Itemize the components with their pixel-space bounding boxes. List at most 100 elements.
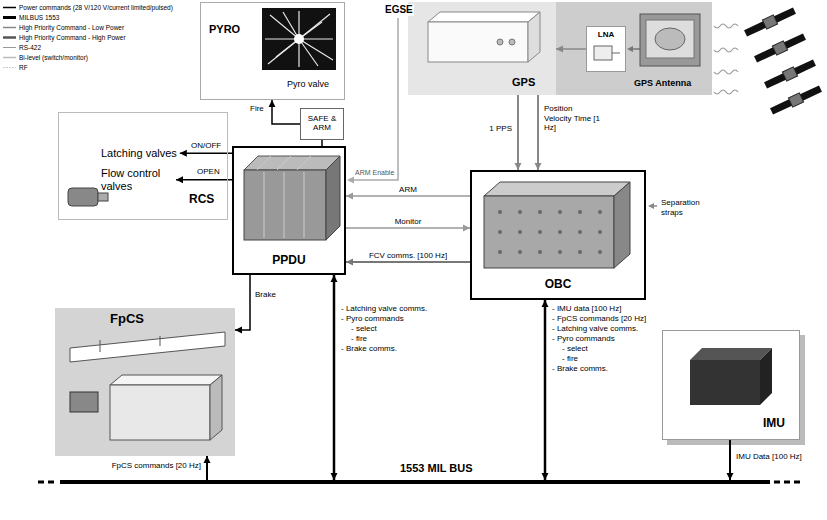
edge-label: Brake <box>254 290 277 300</box>
legend-sample-line <box>3 67 16 68</box>
legend-sample <box>2 23 16 32</box>
valve-picture <box>98 193 108 201</box>
pyro-picture <box>294 34 304 44</box>
gps-receiver-picture <box>509 39 515 45</box>
signal-note: - fire <box>350 334 368 344</box>
bus-dashes <box>774 481 800 484</box>
obc-picture <box>518 250 522 254</box>
legend-sample <box>2 43 16 52</box>
edge-label: Fire <box>249 104 265 114</box>
legend-sample <box>2 53 16 62</box>
gps-antenna-picture <box>640 14 700 66</box>
pyro-picture <box>299 39 333 60</box>
gps-antenna-picture <box>646 20 694 58</box>
imu-picture <box>690 360 760 405</box>
arrow-head <box>331 275 338 282</box>
pyro-picture <box>265 38 299 39</box>
obc-picture <box>598 250 602 254</box>
gps-antenna-picture <box>655 28 685 50</box>
signal-note: - Pyro commands <box>551 334 616 344</box>
gps-receiver-picture <box>428 12 540 22</box>
signal-note: Separation straps <box>660 198 710 217</box>
gps-panel: GPS <box>408 2 556 95</box>
safe-arm-box: SAFE & ARM <box>300 108 344 140</box>
panel-fill <box>55 308 235 456</box>
arrow-head <box>204 456 211 463</box>
node-title: 1553 MIL BUS <box>400 462 473 475</box>
obc-picture <box>614 182 630 268</box>
pyro-picture <box>262 8 336 70</box>
signal-note: - Latching valve comms. <box>551 324 639 334</box>
signal-note: - Pyro commands <box>340 314 405 324</box>
node-title: SAFE & ARM <box>301 114 343 132</box>
connector-line <box>517 95 519 170</box>
arrow-head <box>542 473 549 480</box>
lna-picture <box>627 46 633 52</box>
obc-picture <box>518 230 522 234</box>
node-title: PYRO <box>209 23 240 36</box>
panel-fill <box>408 2 556 95</box>
gps-satellites <box>744 21 766 36</box>
gps-satellites <box>762 15 777 29</box>
connector <box>515 95 522 170</box>
obc-picture <box>558 210 562 214</box>
pyro-picture <box>270 15 299 39</box>
node-title: RCS <box>189 193 214 207</box>
ppdu-picture <box>326 156 340 240</box>
obc-picture <box>558 250 562 254</box>
signal-note: - fire <box>561 354 579 364</box>
gps-satellites <box>782 67 797 81</box>
fpcs-picture <box>100 340 101 352</box>
egse-line <box>353 18 398 180</box>
edge-label: FpCS commands [20 Hz] <box>111 461 202 471</box>
obc-picture <box>538 230 542 234</box>
lna-picture <box>612 53 620 54</box>
node-title: GPS <box>512 76 535 89</box>
ppdu-picture <box>277 156 291 170</box>
ppdu-picture <box>244 170 326 240</box>
ppdu-picture <box>264 172 265 238</box>
fpcs-picture <box>210 375 222 440</box>
lna-box: LNA <box>586 26 626 72</box>
gps-satellites <box>754 47 776 62</box>
gps-satellites <box>794 59 816 74</box>
valve-label: Flow control valves <box>101 167 173 192</box>
connector <box>204 456 211 480</box>
arrow-head <box>346 259 353 266</box>
legend-text: Power commands (28 V/120 V/current limit… <box>19 3 173 12</box>
legend-sample-line <box>3 27 16 29</box>
legend-sample <box>2 13 16 22</box>
legend-text: RS-422 <box>19 43 41 52</box>
connector-line <box>235 275 250 330</box>
gps-satellites <box>764 73 786 88</box>
gps-satellites <box>770 99 792 114</box>
rf-waves <box>714 24 738 94</box>
bus-dashes <box>38 481 58 484</box>
connector-line <box>346 195 470 197</box>
gps-satellites <box>774 7 796 22</box>
obc-picture <box>598 230 602 234</box>
obc-picture <box>484 182 630 268</box>
legend-sample-line <box>3 47 16 48</box>
fpcs-picture <box>70 332 225 440</box>
connector <box>556 46 586 53</box>
arrow-head <box>556 46 563 53</box>
obc-box: OBC <box>470 170 646 300</box>
connector-line <box>346 227 470 229</box>
arrow-head <box>176 176 183 183</box>
obc-picture <box>518 210 522 214</box>
ppdu-picture <box>304 172 305 238</box>
pyro-picture <box>262 8 336 70</box>
bus-bar: 1553 MIL BUS <box>60 480 770 484</box>
separation-arrow <box>648 203 657 209</box>
edge-label: IMU Data [100 Hz] <box>735 452 803 462</box>
system-name: EGSE <box>384 4 414 16</box>
edge-label: OPEN <box>196 167 221 177</box>
signal-note: - select <box>561 344 589 354</box>
fpcs-picture <box>110 375 222 385</box>
ppdu-picture <box>244 156 340 170</box>
gps-satellites <box>784 33 806 48</box>
separation-arrow <box>648 203 654 209</box>
legend-sample <box>2 63 16 72</box>
legend-text: RF <box>19 63 28 72</box>
